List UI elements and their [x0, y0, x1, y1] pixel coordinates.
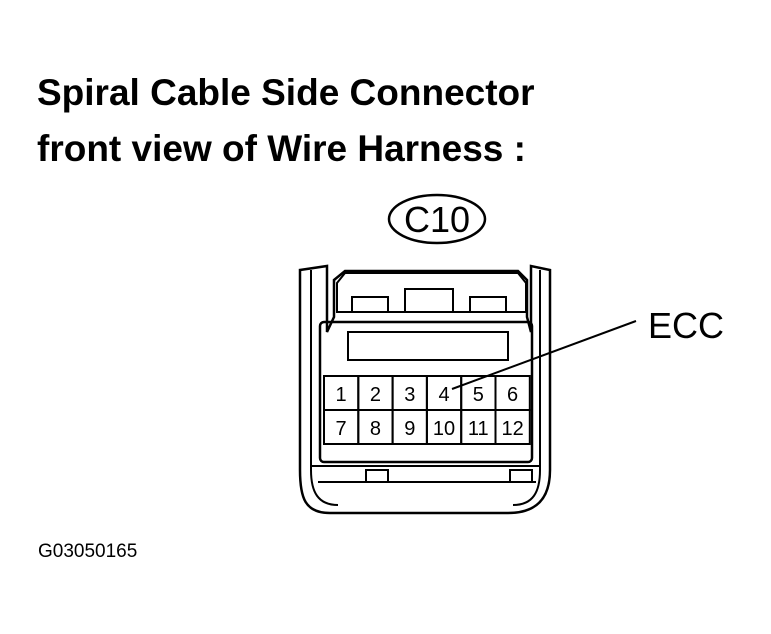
- pin-number-3: 3: [404, 384, 415, 406]
- pin-number-5: 5: [473, 384, 484, 406]
- bottom-tab-left: [365, 469, 389, 483]
- connector-code-oval: [387, 193, 487, 245]
- lock-tab-left: [351, 296, 389, 313]
- pin-cell-12: [494, 409, 531, 445]
- connector-code-label: C10: [404, 199, 470, 240]
- callout-label: ECC: [648, 305, 724, 346]
- title-line-2: front view of Wire Harness :: [37, 128, 526, 169]
- lock-cover: [336, 272, 527, 313]
- pin-number-10: 10: [433, 418, 455, 440]
- lock-tab-right: [469, 296, 507, 313]
- housing-right-rail: [512, 270, 541, 506]
- connector-housing: [298, 264, 552, 515]
- figure-id: G03050165: [38, 541, 138, 562]
- lock-tab-center: [404, 288, 454, 313]
- pin-number-7: 7: [336, 418, 347, 440]
- pin-number-4: 4: [438, 384, 449, 406]
- terminal-face: [318, 320, 534, 464]
- housing-left-rail: [310, 270, 339, 506]
- pin-number-11: 11: [468, 418, 489, 440]
- pin-number-9: 9: [404, 418, 415, 440]
- terminal-top-slot: [347, 331, 509, 361]
- pin-number-1: 1: [336, 384, 347, 406]
- pin-number-8: 8: [370, 418, 381, 440]
- pin-number-6: 6: [507, 384, 518, 406]
- callout-leader-line: [451, 320, 637, 390]
- pin-number-2: 2: [370, 384, 381, 406]
- bottom-tab-right: [509, 469, 533, 483]
- pin-number-12: 12: [501, 418, 523, 440]
- title-line-1: Spiral Cable Side Connector: [37, 72, 535, 113]
